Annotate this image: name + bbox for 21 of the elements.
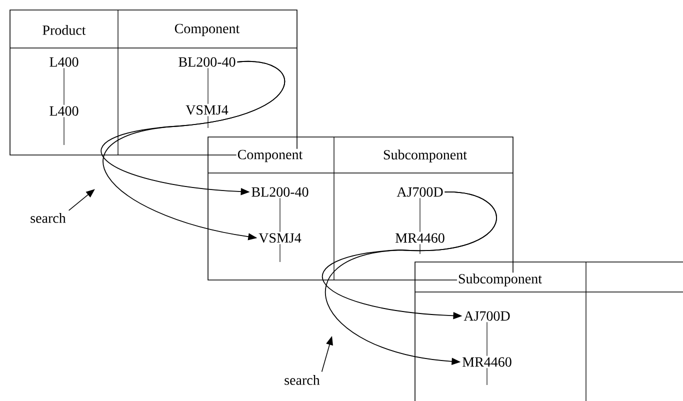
leader-arrow <box>68 189 95 211</box>
table-value: MR4460 <box>396 233 444 243</box>
link-line <box>486 322 488 356</box>
annotation-text: search <box>284 375 320 385</box>
table-value: BL200-40 <box>252 187 308 197</box>
column-header: Subcomponent <box>457 272 543 288</box>
table-frame <box>414 262 683 401</box>
table-value: MR4460 <box>462 357 512 367</box>
column-header: Subcomponent <box>384 150 467 162</box>
column-header: Component <box>174 24 240 36</box>
table-value: AJ700D <box>464 311 510 321</box>
search-arrow <box>102 61 286 240</box>
table-value: L400 <box>50 57 78 67</box>
table-value: BL200-40 <box>178 57 236 67</box>
table-value: VSMJ4 <box>186 105 228 115</box>
table-value: AJ700D <box>396 187 443 197</box>
table-value: VSMJ4 <box>258 233 302 243</box>
annotation-text: search <box>30 213 66 223</box>
column-header: Component <box>236 148 304 164</box>
column-header: Product <box>42 25 86 35</box>
table-value: L400 <box>50 106 78 116</box>
